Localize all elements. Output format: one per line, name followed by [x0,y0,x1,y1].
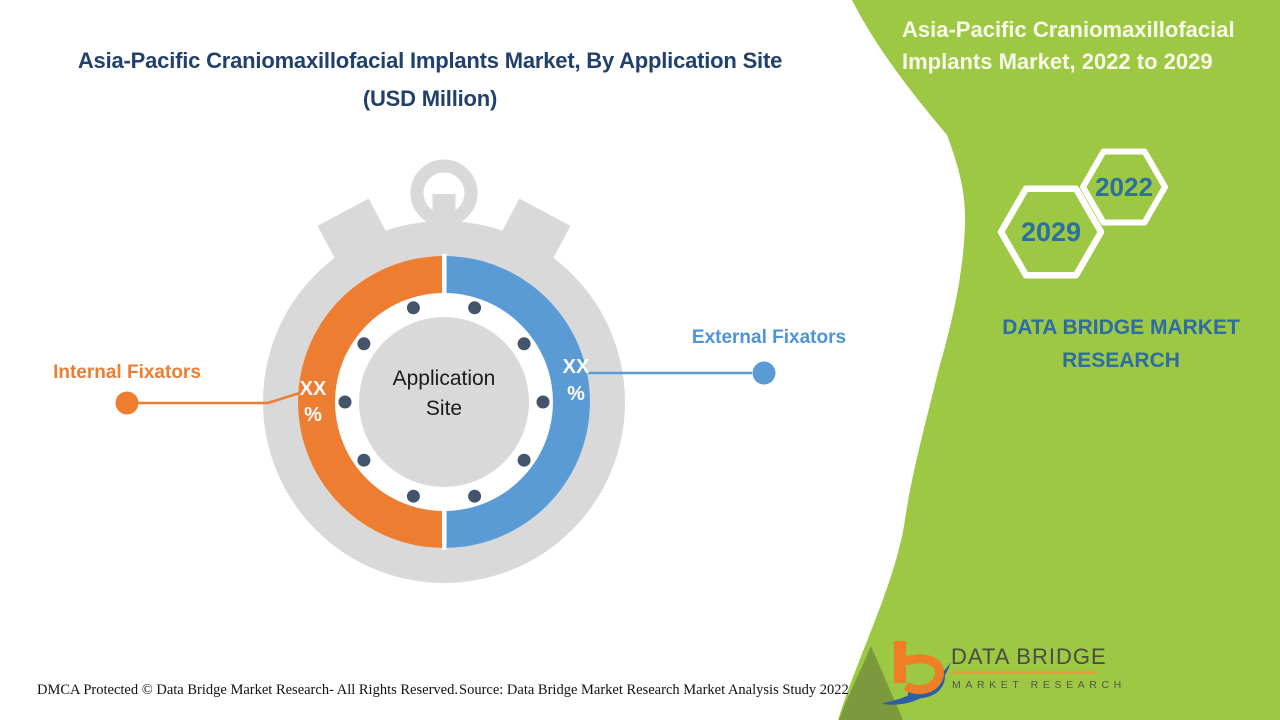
tick-dot [536,395,550,409]
logo-b-stem [894,641,906,683]
external-share-value-bottom: % [567,383,585,405]
segment-gap-bottom [442,509,447,550]
page-title-line1: Asia-Pacific Craniomaxillofacial Implant… [77,48,783,73]
tick-dot [357,337,371,351]
donut-segment-internal [298,256,444,548]
tick-dot [406,301,420,315]
logo-wordmark: DATA BRIDGE [951,644,1107,669]
tick-dots [338,301,550,503]
internal-share-value-bottom: % [304,404,322,426]
panel-title-line1: Asia-Pacific Craniomaxillofacial [902,17,1235,42]
donut-segment-external [444,256,590,548]
tick-dot [406,489,420,503]
brand-name: DATA BRIDGE MARKET RESEARCH [985,311,1257,377]
year-2029-label: 2029 [1020,217,1082,247]
segment-gap-top [442,254,447,295]
tick-dot [468,489,482,503]
hexagon-2022 [1080,148,1168,226]
logo-b-bowl [903,654,944,695]
footer-dmca: DMCA Protected © Data Bridge Market Rese… [37,682,458,698]
panel-title: Asia-Pacific Craniomaxillofacial Implant… [902,14,1262,78]
internal-fixators-label: Internal Fixators [53,362,201,383]
page-title: Asia-Pacific Craniomaxillofacial Implant… [20,42,840,118]
hexagon-2029 [997,185,1105,279]
green-panel [838,0,1280,720]
logo-tagline: MARKET RESEARCH [952,679,1126,691]
tick-dot [338,395,352,409]
callout-line-internal [130,384,323,405]
logo-b-mark [882,641,951,705]
external-fixators-label: External Fixators [691,327,847,348]
stopwatch-lug-right [501,198,571,260]
tick-dot [517,453,531,467]
tick-dot [468,301,482,315]
callout-dot-internal [115,391,139,415]
brand-line2: RESEARCH [1062,349,1180,372]
panel-title-line2: Implants Market, 2022 to 2029 [902,49,1213,74]
callout-internal [115,384,323,415]
year-2022-label: 2022 [1095,172,1153,202]
center-label-line1: Application [392,367,496,390]
callout-external [588,361,776,385]
tick-dot [517,337,531,351]
internal-share-value-top: XX [299,378,327,400]
tick-dot [357,453,371,467]
stopwatch-outer-ring [263,221,625,583]
donut-center-label: Application Site [364,364,524,424]
page-title-line2: (USD Million) [362,86,498,111]
logo-underline [951,671,1097,674]
green-panel-accent [839,646,903,720]
center-label-line2: Site [425,397,463,420]
donut-center-circle [359,317,529,487]
footer-source: Source: Data Bridge Market Research Mark… [459,682,849,698]
stopwatch-lug-left [317,198,387,260]
stopwatch [263,159,625,583]
brand-line1: DATA BRIDGE MARKET [1002,316,1240,339]
callout-dot-external [752,361,776,385]
external-share-value-top: XX [562,356,590,378]
